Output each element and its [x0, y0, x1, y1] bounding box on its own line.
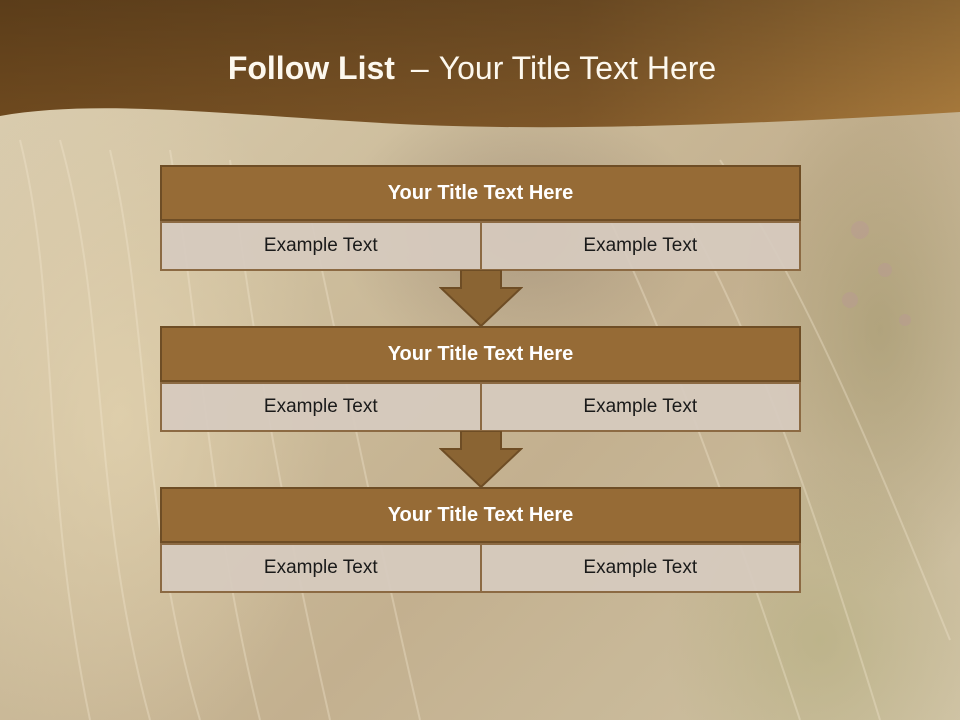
step-title[interactable]: Your Title Text Here — [160, 487, 801, 543]
header-banner — [0, 0, 960, 128]
down-arrow-icon — [439, 431, 523, 489]
step-panel-1: Your Title Text Here Example Text Exampl… — [160, 165, 801, 271]
step-cell-right[interactable]: Example Text — [481, 382, 801, 432]
step-cell-right[interactable]: Example Text — [481, 543, 801, 593]
step-cell-left[interactable]: Example Text — [160, 221, 482, 271]
step-panel-2: Your Title Text Here Example Text Exampl… — [160, 326, 801, 432]
step-cell-right[interactable]: Example Text — [481, 221, 801, 271]
title-bold-part: Follow List — [227, 50, 395, 86]
step-title[interactable]: Your Title Text Here — [160, 326, 801, 382]
title-dash: – — [410, 50, 429, 86]
step-cell-left[interactable]: Example Text — [160, 382, 482, 432]
step-panel-3: Your Title Text Here Example Text Exampl… — [160, 487, 801, 593]
slide-title: Follow List–Your Title Text Here — [0, 50, 944, 87]
step-cell-left[interactable]: Example Text — [160, 543, 482, 593]
title-rest: Your Title Text Here — [438, 50, 717, 86]
step-title[interactable]: Your Title Text Here — [160, 165, 801, 221]
down-arrow-icon — [439, 270, 523, 328]
